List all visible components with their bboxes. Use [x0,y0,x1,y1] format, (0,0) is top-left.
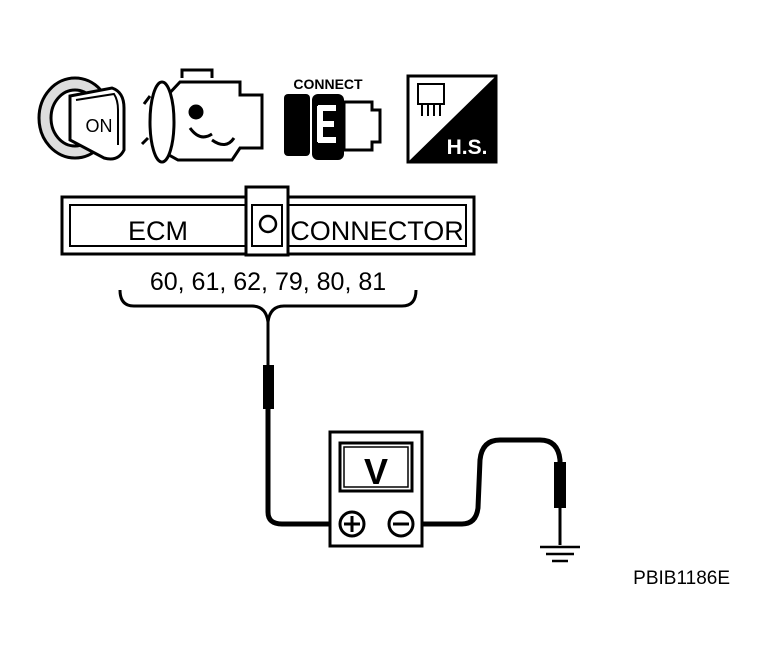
harness-side-icon: H.S. [406,74,498,164]
positive-terminal [338,510,366,538]
ecm-label: ECM [128,216,188,246]
ignition-key-on-icon: ON [37,76,126,161]
figure-code: PBIB1186E [633,568,730,589]
pin-numbers: 60, 61, 62, 79, 80, 81 [150,268,386,296]
ignition-on-label: ON [86,116,113,136]
ground-icon [540,545,580,563]
voltmeter-display: V [364,451,388,492]
ecm-connector: ECM CONNECTOR [60,185,476,257]
negative-terminal [387,510,415,538]
connector-connect-icon: CONNECT [284,76,382,160]
hs-label: H.S. [447,136,488,159]
connect-label: CONNECT [293,76,363,92]
positive-probe [263,322,330,527]
negative-probe [422,437,566,545]
engine-icon [140,68,264,164]
connector-label: CONNECTOR [290,216,464,246]
voltmeter: V [328,430,424,548]
